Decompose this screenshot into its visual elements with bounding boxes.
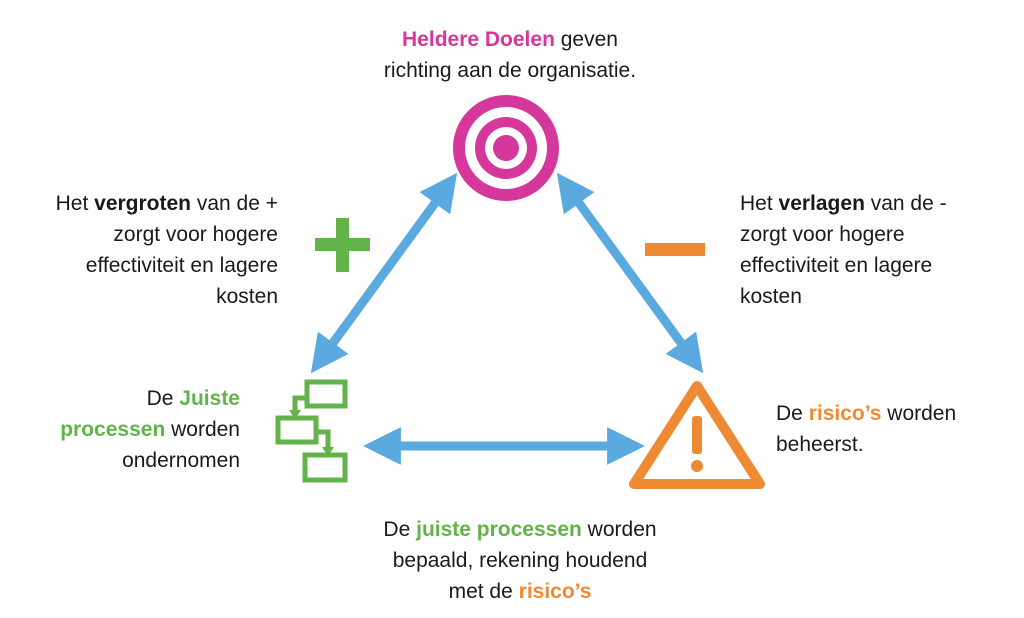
plus-icon bbox=[315, 218, 370, 272]
increase-caption: Het vergroten van de + zorgt voor hogere… bbox=[55, 192, 278, 308]
processes-caption: De Juiste processen worden ondernomen bbox=[60, 387, 240, 472]
bottom-risks-highlight: risico’s bbox=[518, 580, 592, 603]
risks-highlight: risico’s bbox=[808, 402, 882, 425]
minus-icon bbox=[645, 243, 705, 256]
target-icon bbox=[453, 95, 559, 201]
arrow-right-diagonal bbox=[556, 172, 704, 374]
bottom-processes-highlight: juiste processen bbox=[416, 518, 582, 541]
process-flow-icon bbox=[275, 379, 348, 483]
increase-highlight: vergroten bbox=[94, 192, 192, 215]
bottom-caption: De juiste processen worden bepaald, reke… bbox=[383, 518, 657, 603]
process-arrowheads bbox=[289, 410, 334, 456]
risks-caption: De risico’s worden beheerst. bbox=[776, 402, 957, 456]
goals-caption: Heldere Doelen geven richting aan de org… bbox=[383, 28, 637, 82]
arrow-left-diagonal bbox=[310, 172, 458, 374]
processes-highlight-1: Juiste bbox=[179, 387, 240, 410]
goals-highlight: Heldere Doelen bbox=[402, 28, 555, 51]
warning-icon bbox=[629, 381, 765, 489]
decrease-highlight: verlagen bbox=[778, 192, 865, 215]
processes-highlight-2: processen bbox=[60, 418, 166, 441]
decrease-caption: Het verlagen van de - zorgt voor hogere … bbox=[740, 192, 947, 308]
